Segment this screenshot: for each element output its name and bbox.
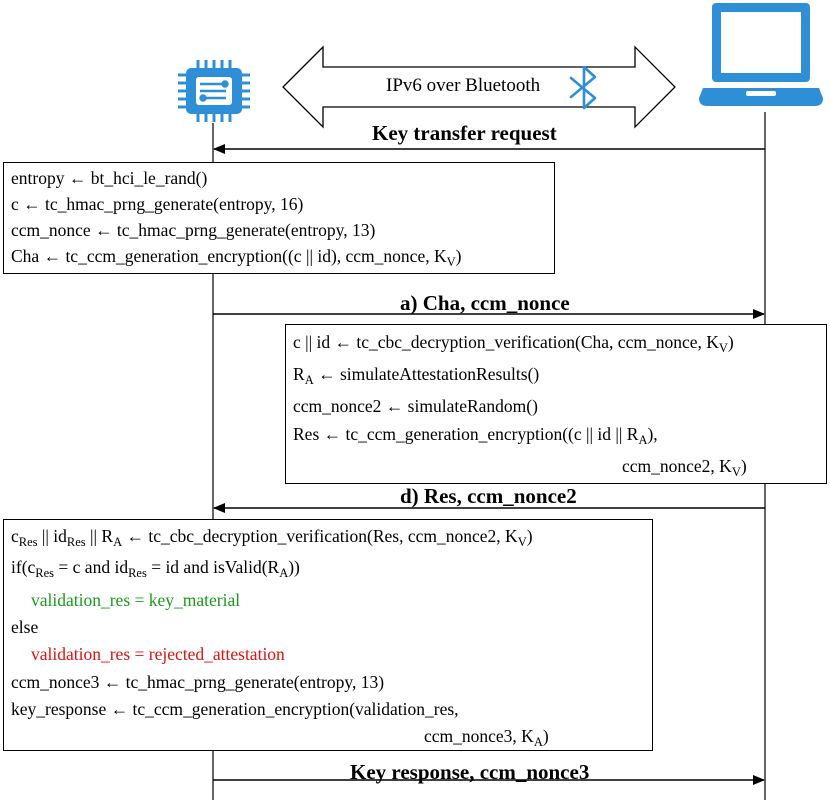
- verifier-line-2: RA ← simulateAttestationResults(): [293, 364, 540, 387]
- validation-box: cRes || idRes || RA ← tc_cbc_decryption_…: [3, 519, 653, 751]
- device-line-3: ccm_nonce ← tc_hmac_prng_generate(entrop…: [11, 220, 376, 240]
- validation-else-line: else: [11, 617, 39, 637]
- device-line-4: Cha ← tc_ccm_generation_encryption((c ||…: [11, 246, 462, 269]
- validation-line-8: ccm_nonce3, KA): [424, 726, 549, 749]
- validation-line-1: cRes || idRes || RA ← tc_cbc_decryption_…: [11, 526, 533, 549]
- verifier-computation-box: c || id ← tc_cbc_decryption_verification…: [285, 324, 827, 484]
- device-line-1: entropy ← bt_hci_le_rand(): [11, 168, 208, 188]
- validation-accept-line: validation_res = key_material: [31, 590, 241, 610]
- res-message-label: d) Res, ccm_nonce2: [400, 484, 577, 508]
- verifier-line-1: c || id ← tc_cbc_decryption_verification…: [293, 332, 734, 355]
- ipv6-bluetooth-double-arrow: [282, 45, 676, 129]
- bluetooth-icon: [569, 65, 597, 110]
- cha-message-label: a) Cha, ccm_nonce: [400, 291, 570, 315]
- key-response-label: Key response, ccm_nonce3: [350, 760, 590, 784]
- device-computation-box: entropy ← bt_hci_le_rand() c ← tc_hmac_p…: [3, 162, 555, 274]
- device-line-2: c ← tc_hmac_prng_generate(entropy, 16): [11, 194, 304, 214]
- validation-line-2: if(cRes = c and idRes = id and isValid(R…: [11, 557, 300, 580]
- laptop-icon: [699, 3, 823, 106]
- verifier-line-4: Res ← tc_ccm_generation_encryption((c ||…: [293, 424, 658, 447]
- validation-line-6: ccm_nonce3 ← tc_hmac_prng_generate(entro…: [11, 672, 385, 692]
- microcontroller-chip-icon: [178, 60, 250, 122]
- key-transfer-request-label: Key transfer request: [372, 121, 557, 145]
- verifier-line-5: ccm_nonce2, KV): [622, 456, 747, 479]
- validation-line-7: key_response ← tc_ccm_generation_encrypt…: [11, 699, 459, 719]
- verifier-line-3: ccm_nonce2 ← simulateRandom(): [293, 396, 538, 416]
- banner-label: IPv6 over Bluetooth: [386, 75, 541, 96]
- validation-reject-line: validation_res = rejected_attestation: [31, 644, 285, 664]
